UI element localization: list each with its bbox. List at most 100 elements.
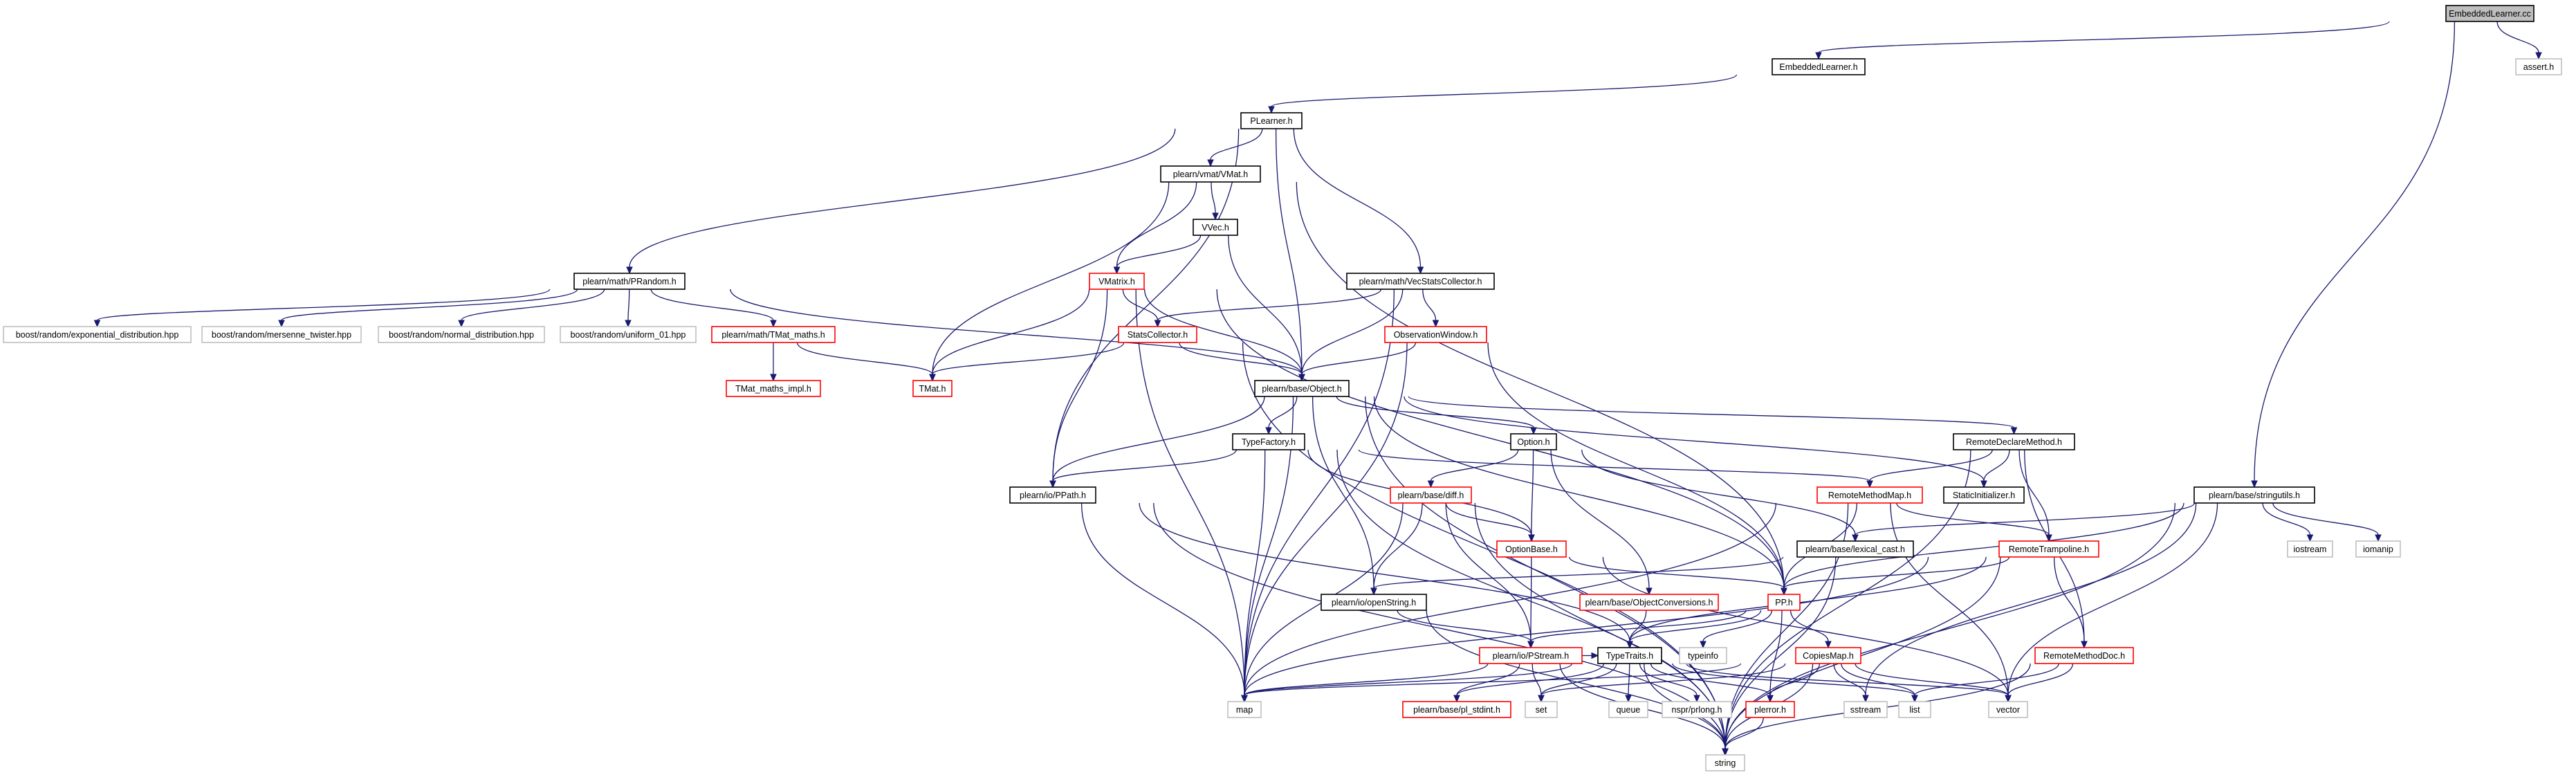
svg-text:RemoteDeclareMethod.h: RemoteDeclareMethod.h	[1966, 437, 2062, 447]
node-object-h[interactable]: plearn/base/Object.h	[1254, 380, 1350, 397]
node-tmat-maths-impl-h[interactable]: TMat_maths_impl.h	[726, 380, 821, 397]
svg-text:string: string	[1715, 758, 1736, 768]
svg-text:plearn/math/PRandom.h: plearn/math/PRandom.h	[582, 277, 677, 286]
edge-remotemethoddoc_h-to-list	[1911, 663, 2059, 703]
node-typefactory-h[interactable]: TypeFactory.h	[1232, 433, 1305, 450]
edge-remotedeclaremethod_h-to-staticinitializer_h	[1980, 449, 2010, 488]
edge-object_h-to-staticinitializer_h	[1404, 396, 1987, 488]
svg-text:TMat_maths_impl.h: TMat_maths_impl.h	[735, 384, 811, 394]
edge-vecstatscollector_h-to-observationwindow_h	[1422, 289, 1439, 328]
edge-pstream_h-to-typetraits_h	[1581, 652, 1599, 659]
node-typetraits-h[interactable]: TypeTraits.h	[1597, 647, 1662, 664]
node-boost-normal-distribution: boost/random/normal_distribution.hpp	[378, 326, 545, 343]
edge-typetraits_h-to-queue	[1625, 663, 1632, 703]
node-tmat-maths-h[interactable]: plearn/math/TMat_maths.h	[711, 326, 836, 343]
node-remotemethoddoc-h[interactable]: RemoteMethodDoc.h	[2034, 647, 2134, 664]
edge-vmat_h-to-vvec_h	[1211, 181, 1219, 221]
edge-statscollector_h-to-tmat_h	[929, 342, 1125, 382]
edge-typetraits_h-to-pl_stdint_h	[1453, 663, 1605, 703]
node-vvec-h[interactable]: VVec.h	[1193, 219, 1238, 236]
node-remotedeclaremethod-h[interactable]: RemoteDeclareMethod.h	[1953, 433, 2075, 450]
svg-text:list: list	[1909, 705, 1920, 715]
node-pl-stdint-h[interactable]: plearn/base/pl_stdint.h	[1402, 701, 1511, 718]
node-diff-h[interactable]: plearn/base/diff.h	[1390, 486, 1472, 504]
node-vector: vector	[1988, 701, 2028, 718]
node-optionbase-h[interactable]: OptionBase.h	[1496, 540, 1567, 558]
svg-text:ObservationWindow.h: ObservationWindow.h	[1394, 330, 1478, 340]
edge-object_h-to-typefactory_h	[1265, 396, 1298, 435]
svg-text:EmbeddedLearner.cc: EmbeddedLearner.cc	[2449, 9, 2531, 19]
node-map: map	[1227, 701, 1262, 718]
node-vmat-h[interactable]: plearn/vmat/VMat.h	[1160, 165, 1261, 183]
svg-text:TypeFactory.h: TypeFactory.h	[1242, 437, 1296, 447]
node-iomanip: iomanip	[2355, 540, 2401, 558]
edge-typefactory_h-to-ppath_h	[1049, 449, 1237, 488]
edge-diff_h-to-pstream_h	[1445, 502, 1534, 649]
edge-tmat_maths_h-to-tmat_h	[796, 342, 936, 382]
edge-diff_h-to-optionbase_h	[1445, 502, 1535, 542]
edge-pstream_h-to-map	[1241, 663, 1489, 703]
node-statscollector-h[interactable]: StatsCollector.h	[1118, 326, 1197, 343]
svg-text:VVec.h: VVec.h	[1202, 223, 1229, 232]
node-plearner-h[interactable]: PLearner.h	[1240, 112, 1303, 129]
node-ppath-h[interactable]: plearn/io/PPath.h	[1009, 486, 1096, 504]
svg-text:PLearner.h: PLearner.h	[1250, 116, 1292, 126]
svg-text:TMat.h: TMat.h	[919, 384, 946, 394]
node-openstring-h[interactable]: plearn/io/openString.h	[1321, 594, 1427, 611]
svg-text:typeinfo: typeinfo	[1688, 651, 1718, 661]
node-observationwindow-h[interactable]: ObservationWindow.h	[1384, 326, 1487, 343]
node-stringutils-h[interactable]: plearn/base/stringutils.h	[2193, 486, 2315, 504]
svg-text:RemoteTrampoline.h: RemoteTrampoline.h	[2009, 545, 2089, 554]
edge-prandom_h-to-tmat_maths_h	[650, 289, 777, 328]
edge-optionbase_h-to-pp_h	[1569, 556, 1787, 596]
svg-text:plerror.h: plerror.h	[1754, 705, 1786, 715]
edge-tmat_maths_h-to-tmat_maths_impl_h	[770, 342, 777, 382]
node-staticinitializer-h[interactable]: StaticInitializer.h	[1943, 486, 2025, 504]
node-remotetrampoline-h[interactable]: RemoteTrampoline.h	[1998, 540, 2099, 558]
edge-prandom_h-to-boost_exponential	[93, 289, 551, 328]
svg-text:boost/random/exponential_distr: boost/random/exponential_distribution.hp…	[16, 330, 179, 340]
edge-lexical_cast_h-to-openstring_h	[1370, 556, 1784, 596]
node-prandom-h[interactable]: plearn/math/PRandom.h	[573, 273, 686, 290]
edge-copiesmap_h-to-list	[1841, 663, 1918, 703]
node-copiesmap-h[interactable]: CopiesMap.h	[1795, 647, 1861, 664]
edge-plearner_h-to-object_h	[1275, 128, 1305, 382]
svg-text:queue: queue	[1617, 705, 1641, 715]
edge-vmat_h-to-pp_h	[1296, 181, 1787, 596]
edge-vmatrix_h-to-map	[1135, 289, 1248, 703]
node-vmatrix-h[interactable]: VMatrix.h	[1089, 273, 1145, 290]
edge-pp_h-to-typetraits_h	[1626, 610, 1762, 649]
edge-remotetrampoline_h-to-remotemethoddoc_h	[2054, 556, 2088, 649]
edge-embeddedlearner_h-to-plearner_h	[1268, 74, 1737, 114]
node-remotemethodmap-h[interactable]: RemoteMethodMap.h	[1816, 486, 1923, 504]
edge-embeddedlearner_cc-to-assert_h	[2496, 21, 2542, 60]
edge-diff_h-to-openstring_h	[1370, 502, 1423, 596]
svg-text:plearn/base/stringutils.h: plearn/base/stringutils.h	[2209, 491, 2300, 500]
svg-text:CopiesMap.h: CopiesMap.h	[1803, 651, 1854, 661]
node-plerror-h[interactable]: plerror.h	[1745, 701, 1795, 718]
edge-copiesmap_h-to-vector	[1855, 663, 2012, 703]
svg-text:plearn/io/PPath.h: plearn/io/PPath.h	[1020, 491, 1086, 500]
svg-text:Option.h: Option.h	[1517, 437, 1549, 447]
edge-stringutils_h-to-sstream	[1862, 502, 2197, 703]
node-boost-mersenne-twister: boost/random/mersenne_twister.hpp	[201, 326, 362, 343]
node-sstream: sstream	[1843, 701, 1888, 718]
node-tmat-h[interactable]: TMat.h	[912, 380, 953, 397]
svg-text:plearn/base/diff.h: plearn/base/diff.h	[1398, 491, 1464, 500]
node-option-h[interactable]: Option.h	[1510, 433, 1557, 450]
svg-text:OptionBase.h: OptionBase.h	[1505, 545, 1558, 554]
node-pstream-h[interactable]: plearn/io/PStream.h	[1479, 647, 1583, 664]
node-objectconversions-h[interactable]: plearn/base/ObjectConversions.h	[1579, 594, 1719, 611]
edge-pp_h-to-copiesmap_h	[1790, 610, 1832, 649]
edge-remotemethodmap_h-to-remotetrampoline_h	[1896, 502, 2052, 542]
edge-ppath_h-to-map	[1080, 502, 1248, 703]
svg-text:set: set	[1536, 705, 1547, 715]
edge-remotetrampoline_h-to-map	[1241, 556, 1929, 703]
svg-text:plearn/base/pl_stdint.h: plearn/base/pl_stdint.h	[1413, 705, 1500, 715]
node-lexical-cast-h[interactable]: plearn/base/lexical_cast.h	[1796, 540, 1914, 558]
node-pp-h[interactable]: PP.h	[1767, 594, 1801, 611]
edge-prandom_h-to-boost_mersenne	[278, 289, 578, 328]
node-vecstatscollector-h[interactable]: plearn/math/VecStatsCollector.h	[1346, 273, 1495, 290]
node-embeddedlearner-h[interactable]: EmbeddedLearner.h	[1772, 58, 1866, 75]
edge-option_h-to-lexical_cast_h	[1581, 449, 1859, 542]
